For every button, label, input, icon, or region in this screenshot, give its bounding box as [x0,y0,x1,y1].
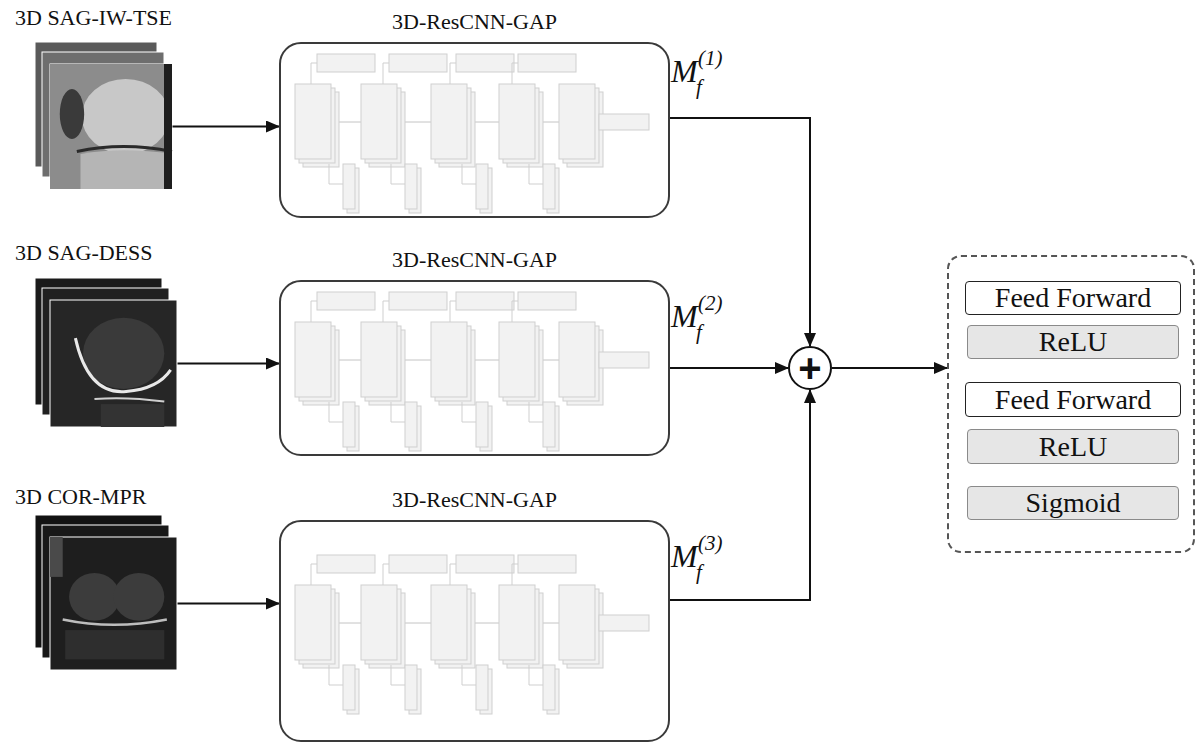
resnet-illustration [281,522,666,744]
layer-box: Feed Forward [965,281,1181,315]
mri-image-stack: 3D COR-MPR [35,515,177,673]
layer-label: Feed Forward [995,386,1151,414]
connector-arrow [670,390,810,600]
mri-image-stack: 3D SAG-DESS [35,278,177,430]
resnet-illustration [281,282,666,458]
plus-symbol: + [798,348,821,388]
network-title: 3D-ResCNN-GAP [281,488,668,512]
mri-illustration [35,278,177,430]
connector-arrow [172,126,279,128]
connector-arrow [670,367,788,369]
mri-image-stack: 3D SAG-IW-TSE [35,42,172,192]
classifier-group: Feed ForwardReLUFeed ForwardReLUSigmoid [947,255,1195,553]
activation-box: ReLU [967,429,1179,464]
sequence-label: 3D SAG-DESS [15,241,153,265]
layer-label: ReLU [1039,328,1107,356]
network-box: 3D-ResCNN-GAP [279,520,670,742]
feature-symbol: M [671,300,698,332]
network-title: 3D-ResCNN-GAP [281,248,668,272]
sequence-label: 3D COR-MPR [15,485,146,509]
network-box: 3D-ResCNN-GAP [279,280,670,456]
sum-circle: + [788,346,832,390]
feature-subscript: f [696,322,702,343]
sequence-label: 3D SAG-IW-TSE [15,6,172,30]
layer-label: Feed Forward [995,284,1151,312]
mri-illustration [35,515,177,673]
feature-subscript: f [696,77,702,98]
connector-arrow [670,118,810,346]
layer-label: Sigmoid [1026,489,1121,517]
network-box: 3D-ResCNN-GAP [279,42,670,218]
mri-illustration [35,42,172,192]
feature-index: (3) [698,533,723,554]
activation-box: Sigmoid [967,486,1179,520]
feature-index: (2) [698,293,723,314]
layer-box: Feed Forward [965,382,1181,417]
feature-symbol: M [671,540,698,572]
layer-label: ReLU [1039,433,1107,461]
feature-symbol: M [671,55,698,87]
connector-arrow [177,363,279,365]
feature-subscript: f [696,562,702,583]
connector-arrow [177,603,279,605]
feature-index: (1) [698,48,723,69]
connector-arrow [832,367,947,369]
resnet-illustration [281,44,666,220]
activation-box: ReLU [967,325,1179,359]
network-title: 3D-ResCNN-GAP [281,10,668,34]
